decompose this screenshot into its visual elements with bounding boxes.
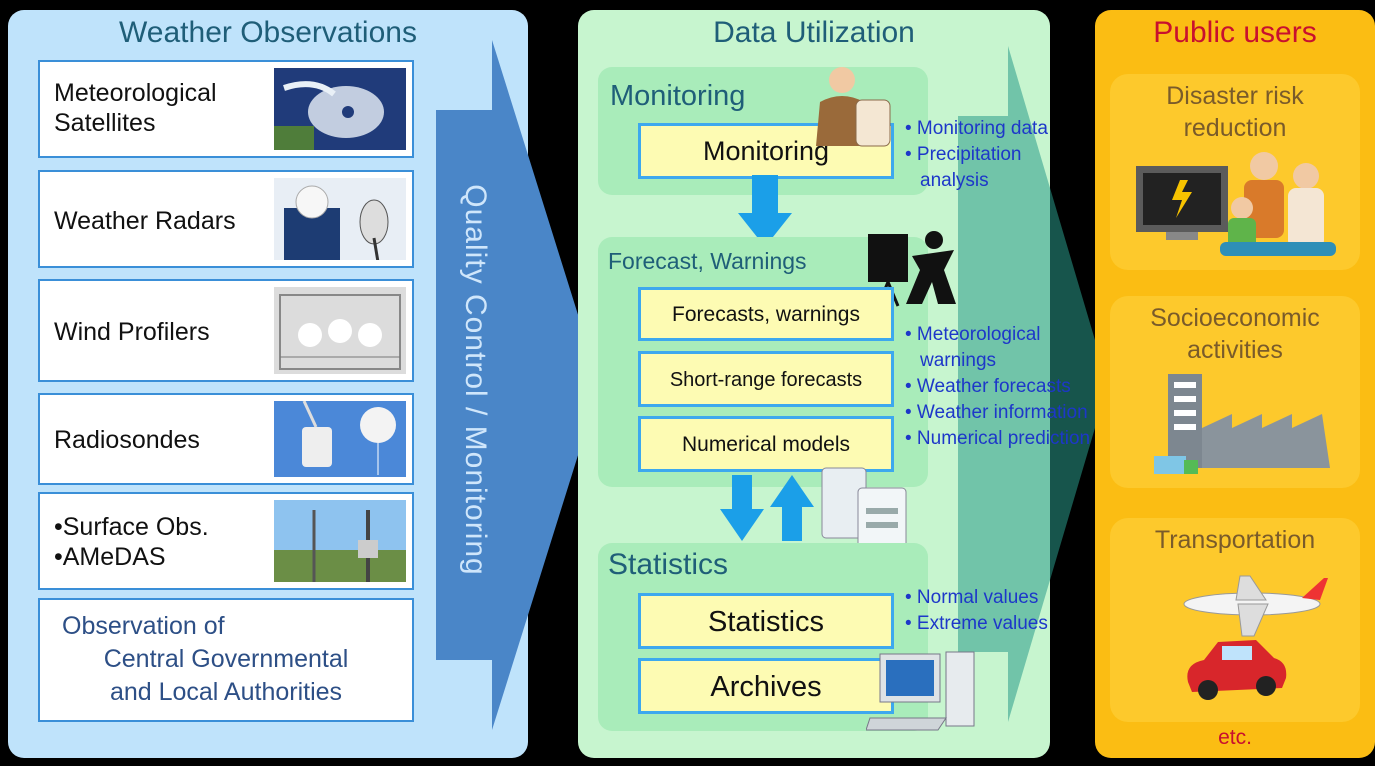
- monitoring-note-3: analysis: [920, 170, 989, 191]
- forecast-box-short-range: Short-range forecasts: [638, 351, 894, 407]
- satellite-image-icon: [274, 68, 406, 150]
- obs-radars: Weather Radars: [38, 170, 414, 268]
- monitoring-notes: • Monitoring data • Precipitation analys…: [905, 116, 1048, 194]
- obs-authorities-line3: and Local Authorities: [109, 678, 343, 706]
- forecast-note-4: • Weather information: [905, 402, 1088, 423]
- forecast-note-3: • Weather forecasts: [905, 376, 1071, 397]
- airplane-icon: [1183, 575, 1328, 637]
- forecaster-icon: [868, 231, 956, 307]
- quality-control-label: Quality Control / Monitoring: [459, 184, 492, 576]
- monitoring-box: Monitoring: [638, 123, 894, 179]
- forecast-box-warnings: Forecasts, warnings: [638, 287, 894, 341]
- forecast-header: Forecast, Warnings: [608, 248, 807, 274]
- obs-authorities-label: Observation of Central Governmental and …: [40, 610, 412, 709]
- obs-satellites: Meteorological Satellites: [38, 60, 414, 158]
- forecast-note-1: • Meteorological: [905, 324, 1041, 345]
- obs-wind-profilers: Wind Profilers: [38, 279, 414, 382]
- statistics-note-1: • Normal values: [905, 587, 1039, 608]
- factory-icon: [1154, 374, 1330, 474]
- obs-wind-profilers-label: Wind Profilers: [54, 318, 210, 346]
- radiosonde-image-icon: [274, 401, 406, 477]
- monitoring-note-1: • Monitoring data: [905, 118, 1048, 139]
- user-card-socioeconomic-line1: Socioeconomic: [1150, 304, 1320, 332]
- tv-family-icon: [1136, 152, 1336, 256]
- monitoring-note-2: • Precipitation: [905, 144, 1022, 165]
- obs-surface: •Surface Obs. •AMeDAS: [38, 492, 414, 590]
- archives-box: Archives: [638, 658, 894, 714]
- public-users-title: Public users: [1153, 16, 1317, 49]
- user-card-socioeconomic: Socioeconomic activities: [1110, 296, 1360, 488]
- obs-authorities-line2: Central Governmental: [103, 645, 349, 673]
- delivery-arrow: [958, 46, 1108, 722]
- obs-authorities: Observation of Central Governmental and …: [38, 598, 414, 722]
- obs-radiosondes: Radiosondes: [38, 393, 414, 485]
- users-etc-label: etc.: [1218, 726, 1252, 749]
- user-card-transportation: Transportation: [1110, 518, 1360, 722]
- wind-profiler-image-icon: [274, 287, 406, 374]
- car-icon: [1187, 640, 1287, 700]
- forecast-note-2: warnings: [920, 350, 997, 371]
- quality-control-label-wrap: Quality Control / Monitoring: [420, 145, 530, 615]
- forecast-notes: • Meteorological warnings • Weather fore…: [905, 322, 1090, 452]
- statistics-notes: • Normal values • Extreme values: [905, 585, 1048, 637]
- computer-icon: [866, 651, 975, 731]
- user-card-transportation-label: Transportation: [1154, 526, 1316, 554]
- obs-satellites-line2: Satellites: [54, 109, 156, 137]
- user-card-socioeconomic-label: Socioeconomic activities: [1110, 302, 1360, 366]
- data-utilization-title: Data Utilization: [713, 16, 915, 49]
- quality-control-arrow: [436, 40, 600, 730]
- obs-surface-line2: •AMeDAS: [54, 543, 166, 571]
- obs-radiosondes-label: Radiosondes: [54, 426, 200, 454]
- monitoring-person-icon: [816, 67, 891, 147]
- obs-satellites-label: Meteorological Satellites: [54, 78, 217, 138]
- user-card-socioeconomic-line2: activities: [1187, 336, 1283, 364]
- obs-radars-label: Weather Radars: [54, 207, 236, 235]
- obs-authorities-line1: Observation of: [62, 612, 225, 640]
- forecast-note-5: • Numerical prediction: [905, 428, 1091, 449]
- radar-image-icon: [274, 178, 406, 260]
- user-card-disaster: Disaster risk reduction: [1110, 74, 1360, 270]
- user-card-disaster-line1: Disaster risk: [1166, 82, 1304, 110]
- weather-observations-title: Weather Observations: [119, 16, 417, 49]
- statistics-header: Statistics: [608, 548, 729, 581]
- obs-surface-line1: •Surface Obs.: [54, 513, 209, 541]
- obs-surface-label: •Surface Obs. •AMeDAS: [54, 512, 209, 572]
- user-card-disaster-line2: reduction: [1183, 114, 1287, 142]
- exchange-arrows: [720, 475, 814, 541]
- monitoring-down-arrow: [738, 175, 792, 247]
- monitoring-header: Monitoring: [610, 80, 746, 112]
- forecast-box-numerical: Numerical models: [638, 416, 894, 472]
- statistics-box: Statistics: [638, 593, 894, 649]
- statistics-note-2: • Extreme values: [905, 613, 1048, 634]
- obs-satellites-line1: Meteorological: [54, 79, 217, 107]
- surface-obs-image-icon: [274, 500, 406, 582]
- user-card-disaster-label: Disaster risk reduction: [1110, 80, 1360, 144]
